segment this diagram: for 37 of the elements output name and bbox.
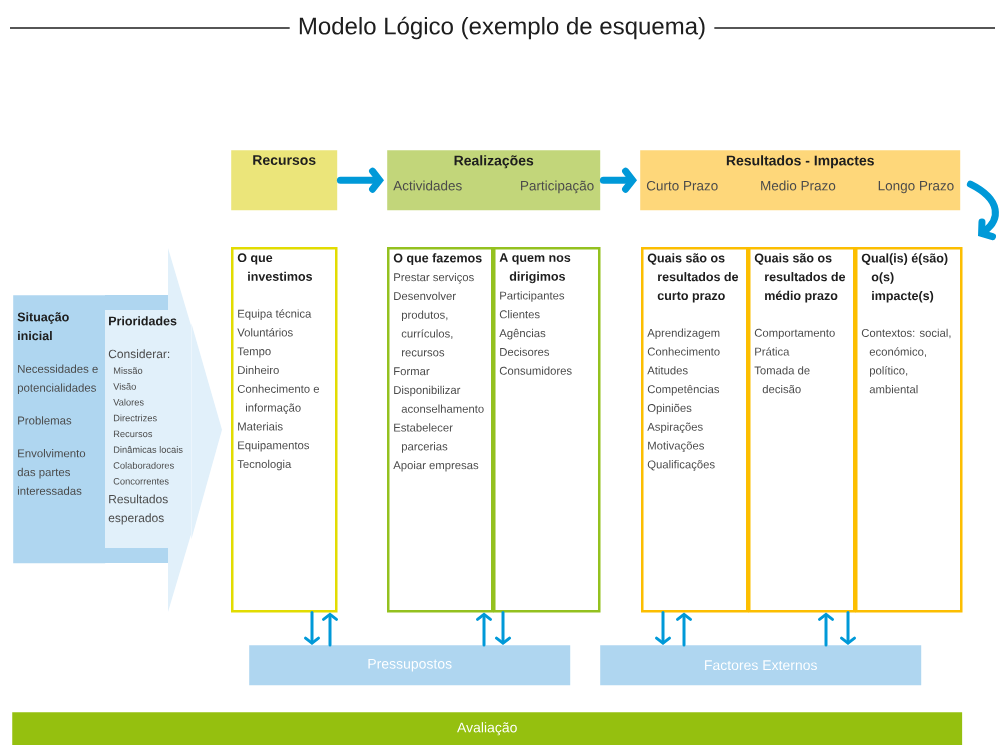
node-label: Visão <box>113 382 136 390</box>
stage-header-box: Resultados - Impactes Curto Prazo Medio Prazo Longo Prazo <box>640 150 961 211</box>
node-label: Prioridades <box>109 316 177 326</box>
info-bar: Factores Externos <box>600 645 922 686</box>
stage-header-box: Realizações Actividades Participação <box>387 150 601 211</box>
situation-box: Situação inicial Necessidades e potencialidades Problemas Envolvimento das partes interessadas <box>13 295 106 564</box>
node-label: Considerar: <box>108 349 170 359</box>
arrow <box>495 611 511 645</box>
arrow <box>304 611 320 645</box>
arrow <box>599 167 637 193</box>
arrow <box>966 180 999 241</box>
arrow <box>840 611 856 645</box>
column-box: Qual(is) é(são) o(s) impacte(s) Contextos: social, económico, político, ambiental <box>855 247 963 613</box>
column-box: Quais são os resultados de curto prazo Aprendizagem Conhecimento Atitudes Competências Opiniões Aspirações Motivações Qualificações <box>641 247 749 613</box>
arrow <box>676 612 692 647</box>
arrow <box>818 612 834 647</box>
node-label: Recursos <box>113 430 153 438</box>
column-box: O que fazemos Prestar serviços Desenvolver produtos, currículos, recursos Formar Disponibilizar aconselhamento Estabelecer parcerias Apoiar empresas <box>387 247 494 613</box>
info-bar: Avaliação <box>12 712 963 745</box>
arrow <box>322 612 338 647</box>
chevron-arrow <box>191 323 222 540</box>
stage-header-box: Recursos <box>231 150 338 211</box>
node-label: Directrizes <box>113 414 157 422</box>
node-label: Dinâmicas locais <box>113 446 183 453</box>
column-box: A quem nos dirigimos Participantes Clientes Agências Decisores Consumidores <box>493 247 601 613</box>
node-label: Resultados esperados <box>108 494 168 525</box>
arrow <box>476 612 492 647</box>
title: Modelo Lógico (exemplo de esquema) <box>299 16 705 40</box>
node-label: Concorrentes <box>113 477 169 485</box>
arrow <box>336 167 384 193</box>
column-box: O que investimos Equipa técnica Voluntários Tempo Dinheiro Conhecimento e informação Materiais Equipamentos Tecnologia <box>231 247 338 613</box>
node-label: Colaboradores <box>113 461 174 469</box>
node-label: Valores <box>113 398 144 406</box>
column-box: Quais são os resultados de médio prazo Comportamento Prática Tomada de decisão <box>748 247 856 613</box>
arrow <box>655 611 671 645</box>
node-label: Missão <box>113 367 143 374</box>
info-bar: Pressupostos <box>249 645 571 686</box>
